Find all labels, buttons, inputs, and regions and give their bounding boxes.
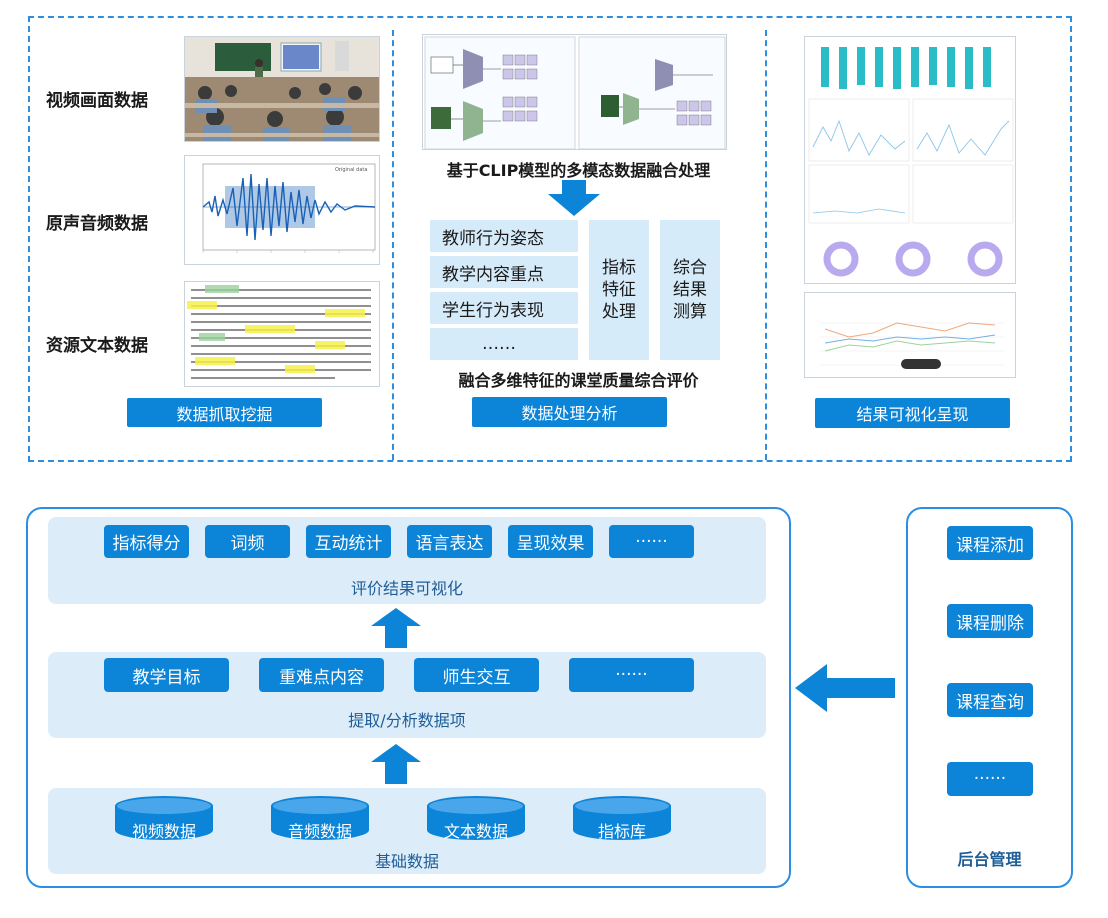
viz-language-expression[interactable]: 语言表达 (407, 525, 492, 558)
viz-indicator-score[interactable]: 指标得分 (104, 525, 189, 558)
left-arrow-icon (795, 664, 895, 712)
processing-caption: 融合多维特征的课堂质量综合评价 (458, 371, 699, 390)
audio-source-label: 原声音频数据 (46, 214, 148, 234)
processing-title: 基于CLIP模型的多模态数据融合处理 (446, 161, 711, 180)
admin-more-button[interactable]: ······ (947, 762, 1033, 796)
visualization-button[interactable]: 结果可视化呈现 (815, 398, 1010, 428)
course-add-button[interactable]: 课程添加 (947, 526, 1033, 560)
visualization-caption: 评价结果可视化 (350, 579, 463, 598)
down-arrow-icon (548, 180, 600, 216)
course-query-button[interactable]: 课程查询 (947, 683, 1033, 717)
composite-calculation-box: 综合 结果 测算 (660, 220, 720, 360)
text-source-label: 资源文本数据 (46, 336, 148, 356)
extract-more[interactable]: ······ (569, 658, 694, 692)
indicator-library-label: 指标库 (597, 822, 646, 841)
platform-frame (26, 507, 791, 888)
extract-teaching-goals[interactable]: 教学目标 (104, 658, 229, 692)
indicator-processing-box: 指标 特征 处理 (589, 220, 649, 360)
feature-teacher-posture: 教师行为姿态 (430, 220, 578, 252)
divider-1 (392, 30, 394, 460)
viz-more[interactable]: ······ (609, 525, 694, 558)
video-data-label: 视频数据 (131, 822, 196, 841)
feature-teaching-content: 教学内容重点 (430, 256, 578, 288)
audio-data-label: 音频数据 (287, 822, 352, 841)
video-data-cylinder[interactable]: 视频数据 (115, 796, 213, 842)
feature-student-behavior: 学生行为表现 (430, 292, 578, 324)
classroom-photo (184, 36, 380, 142)
base-data-caption: 基础数据 (374, 852, 439, 871)
data-capture-button[interactable]: 数据抓取挖掘 (127, 398, 322, 427)
extract-key-content[interactable]: 重难点内容 (259, 658, 384, 692)
cylinder-top (573, 796, 671, 816)
audio-waveform-plot: Original data (184, 155, 380, 265)
viz-interaction-stats[interactable]: 互动统计 (306, 525, 391, 558)
viz-word-frequency[interactable]: 词频 (205, 525, 290, 558)
video-source-label: 视频画面数据 (46, 91, 148, 111)
up-arrow-icon (371, 744, 421, 784)
admin-frame (906, 507, 1073, 888)
extraction-caption: 提取/分析数据项 (348, 711, 466, 730)
admin-caption: 后台管理 (957, 850, 1022, 869)
viz-presentation-effect[interactable]: 呈现效果 (508, 525, 593, 558)
course-delete-button[interactable]: 课程删除 (947, 604, 1033, 638)
dashboard-screenshot (804, 36, 1016, 284)
indicator-library-cylinder[interactable]: 指标库 (573, 796, 671, 842)
feature-more: …… (430, 328, 578, 360)
clip-model-architecture (422, 34, 727, 150)
audio-data-cylinder[interactable]: 音频数据 (271, 796, 369, 842)
svg-text:Original data: Original data (335, 167, 367, 173)
cylinder-top (427, 796, 525, 816)
up-arrow-icon (371, 608, 421, 648)
divider-2 (765, 30, 767, 460)
cylinder-top (271, 796, 369, 816)
text-data-cylinder[interactable]: 文本数据 (427, 796, 525, 842)
data-processing-button[interactable]: 数据处理分析 (472, 397, 667, 427)
cylinder-top (115, 796, 213, 816)
pipeline-frame (28, 16, 1072, 462)
line-chart-screenshot (804, 292, 1016, 378)
text-document-scan (184, 281, 380, 387)
extract-teacher-student-interaction[interactable]: 师生交互 (414, 658, 539, 692)
text-data-label: 文本数据 (443, 822, 508, 841)
